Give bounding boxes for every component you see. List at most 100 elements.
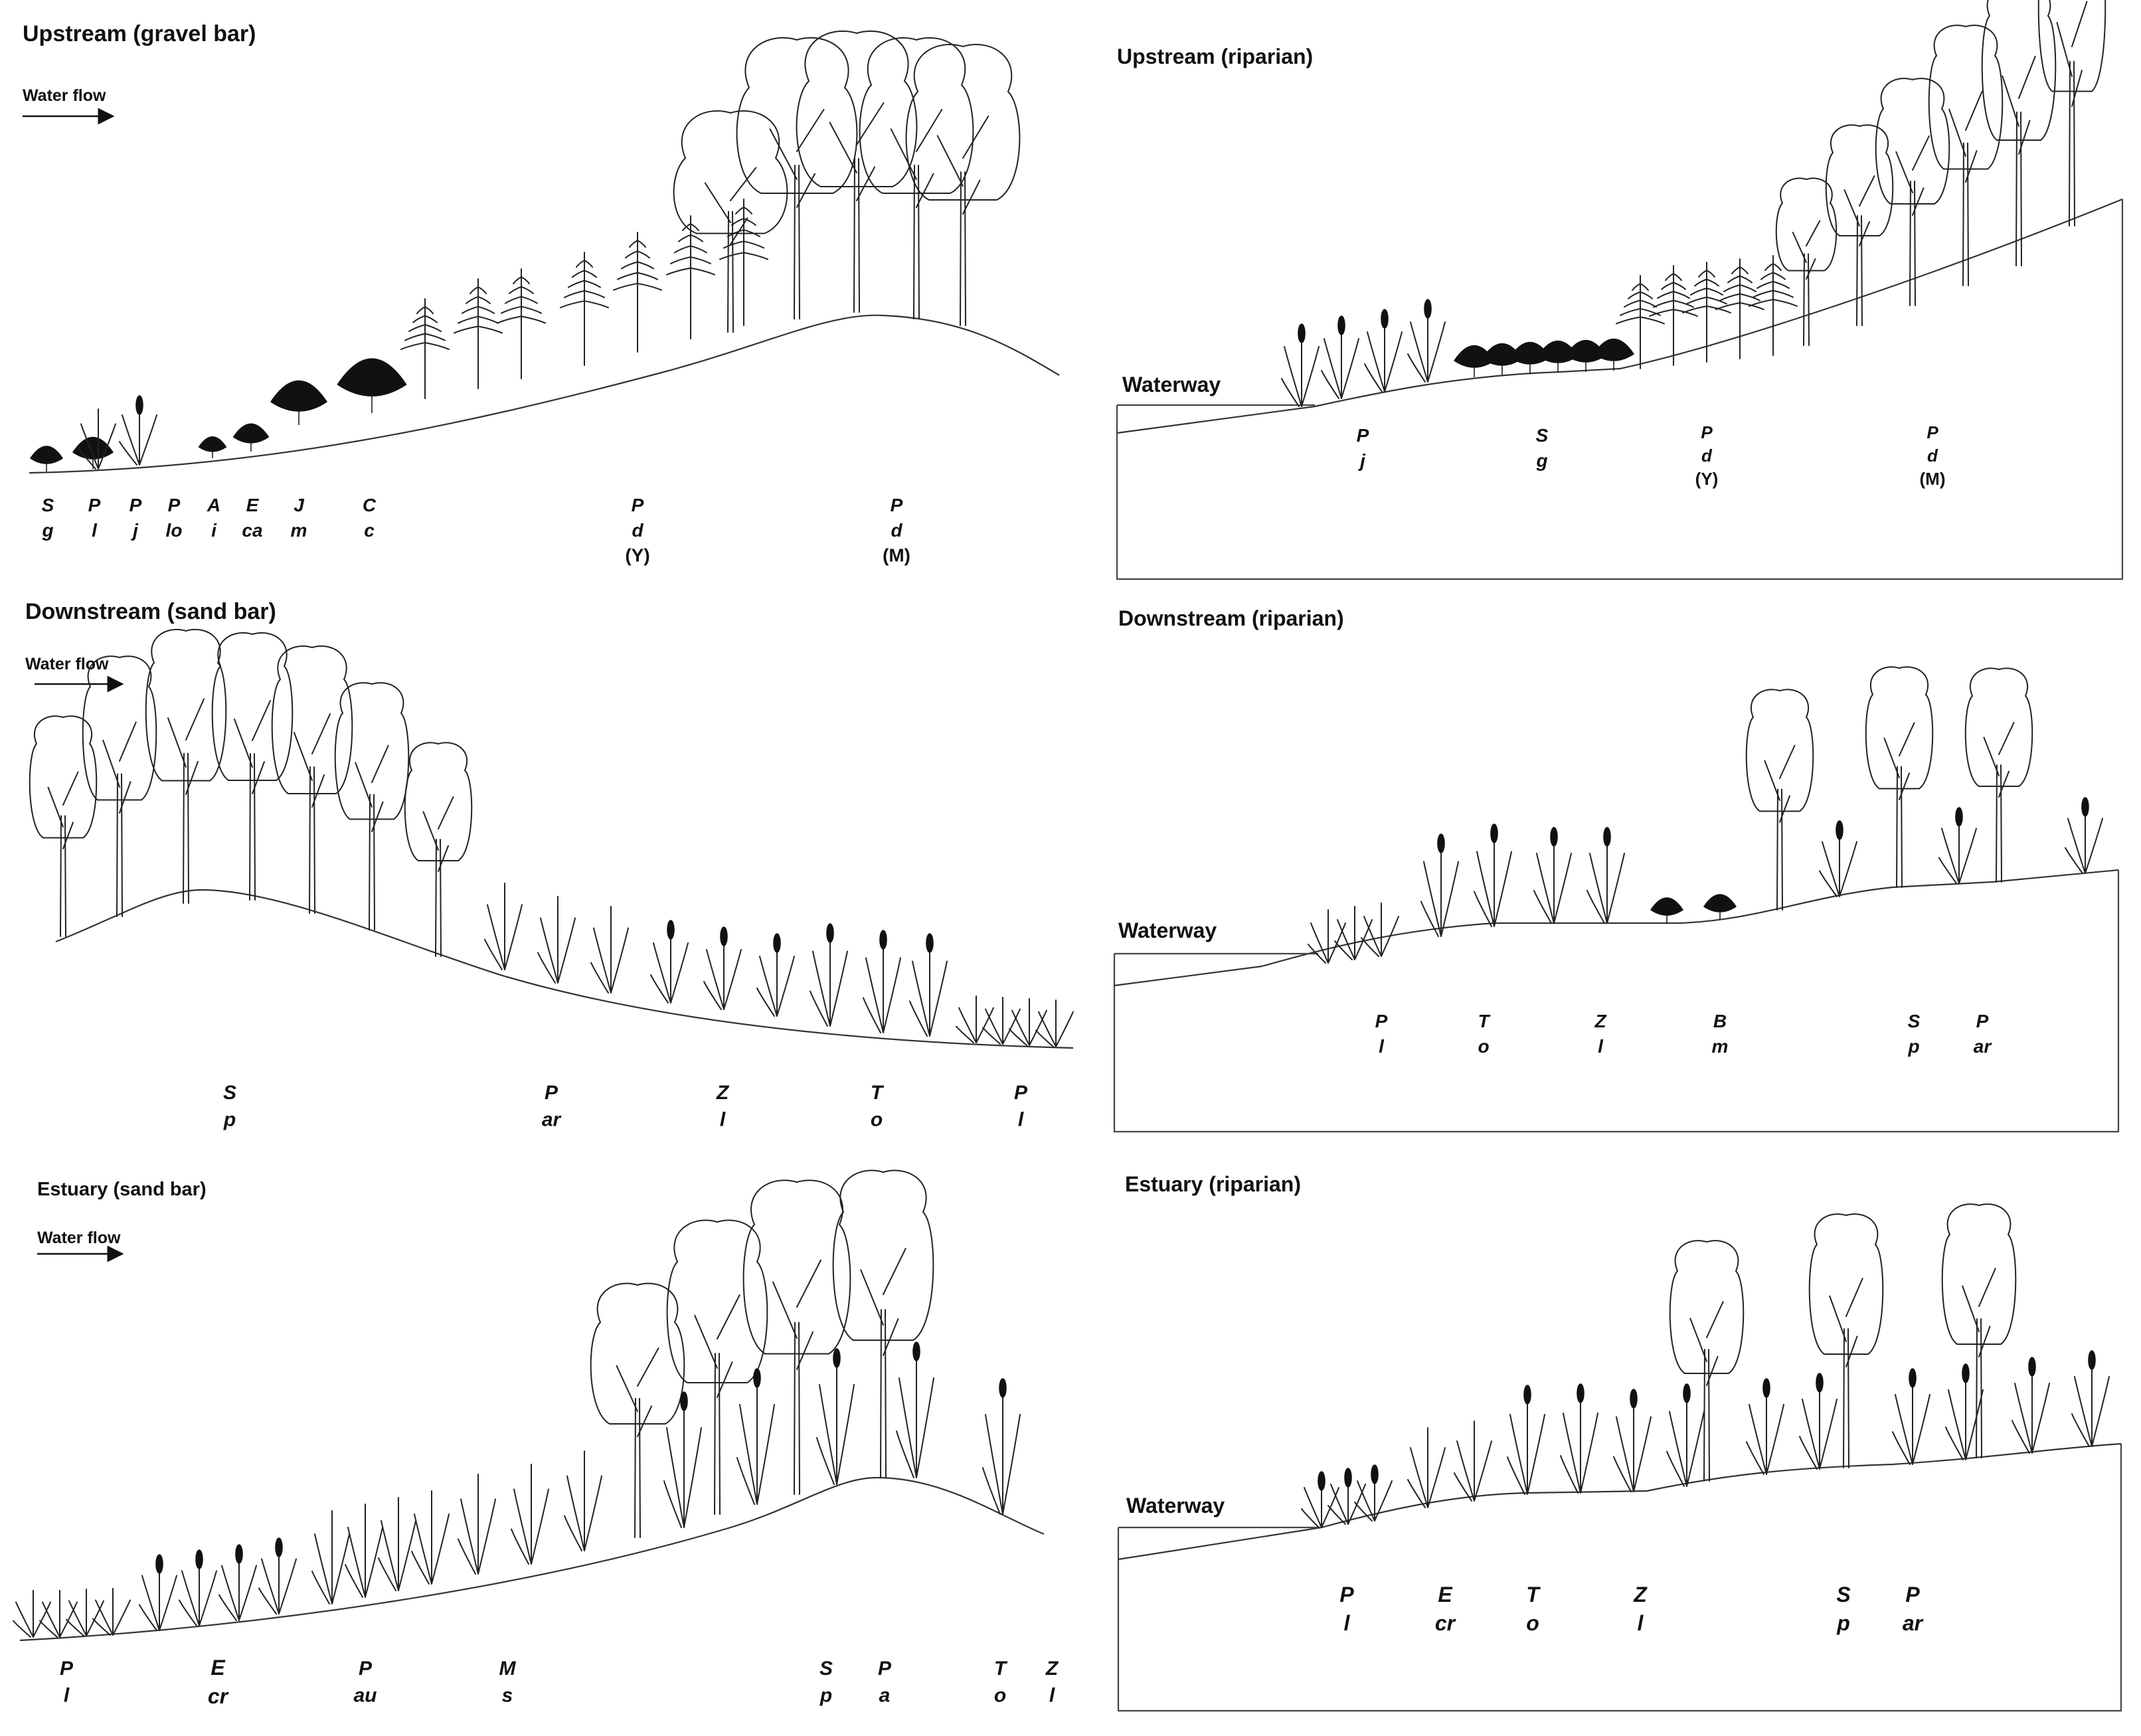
grass-icon: [1454, 1421, 1492, 1502]
grass-icon: [810, 926, 848, 1027]
grass-icon: [863, 932, 901, 1033]
grass-icon: [816, 1351, 855, 1485]
grass-icon: [258, 1540, 297, 1614]
grass-icon: [703, 929, 742, 1010]
grass-icon: [2012, 1359, 2050, 1454]
tree-icon: [1976, 1318, 1982, 1458]
grass-icon: [1361, 903, 1399, 957]
grass-icon: [1819, 823, 1857, 897]
vegetation-layer: [1301, 1203, 2110, 1528]
pine-icon: [400, 306, 450, 350]
tree-icon: [1909, 181, 1916, 306]
grass-icon: [1746, 1381, 1784, 1475]
tree-icon: [880, 1309, 887, 1478]
vegetation-layer: [1308, 666, 2103, 964]
grass-icon: [179, 1552, 217, 1626]
grass-icon: [119, 398, 157, 466]
grass-icon: [1666, 1386, 1705, 1487]
pine-icon: [1682, 270, 1731, 313]
grass-icon: [484, 883, 523, 970]
pine-icon: [1616, 283, 1665, 325]
grass-icon: [982, 1381, 1021, 1515]
grass-icon: [345, 1504, 383, 1598]
shrub-icon: [1703, 894, 1737, 920]
grass-icon: [1327, 1470, 1366, 1525]
grass-icon: [139, 1557, 177, 1631]
tree-icon: [1962, 142, 1969, 286]
shrub-icon: [72, 436, 114, 469]
shrub-icon: [198, 436, 227, 458]
tree-icon: [1803, 253, 1810, 346]
grass-icon: [537, 896, 576, 984]
grass-icon: [1364, 311, 1403, 392]
grass-icon: [756, 936, 795, 1017]
grass-icon: [1560, 1386, 1598, 1494]
grass-icon: [736, 1371, 775, 1505]
grass-icon: [909, 936, 948, 1037]
pine-icon: [1715, 266, 1764, 310]
grass-icon: [590, 906, 629, 994]
grass-icon: [411, 1490, 450, 1585]
grass-icon: [2071, 1353, 2110, 1447]
panel-title: Downstream (sand bar): [25, 599, 276, 624]
tree-icon: [634, 1398, 641, 1538]
tree-icon: [309, 766, 315, 914]
riparian-box: [1113, 870, 2120, 1133]
bank-profile: [1114, 869, 2119, 987]
panel-title: Estuary (sand bar): [37, 1179, 207, 1200]
waterway-label: Waterway: [1122, 373, 1221, 396]
vegetation-layer: [13, 1170, 1021, 1638]
tree-icon: [853, 158, 860, 313]
grass-icon: [1301, 1474, 1339, 1528]
grass-icon: [1799, 1375, 1838, 1470]
tree-icon: [116, 773, 123, 917]
shrub-icon: [270, 380, 328, 425]
pine-icon: [1649, 273, 1698, 317]
grass-icon: [1507, 1387, 1545, 1495]
tree-icon: [794, 1322, 800, 1495]
tree-icon: [714, 1353, 721, 1515]
grass-icon: [1308, 909, 1346, 964]
grass-icon: [1321, 318, 1359, 399]
tree-icon: [60, 815, 66, 937]
vegetation-layer: [1281, 0, 2106, 407]
pine-icon: [454, 286, 503, 334]
grass-icon: [78, 408, 116, 470]
waterway-label: Waterway: [1126, 1494, 1225, 1518]
pine-icon: [1749, 263, 1798, 307]
shrub-icon: [232, 423, 270, 452]
tree-icon: [1703, 1349, 1710, 1482]
